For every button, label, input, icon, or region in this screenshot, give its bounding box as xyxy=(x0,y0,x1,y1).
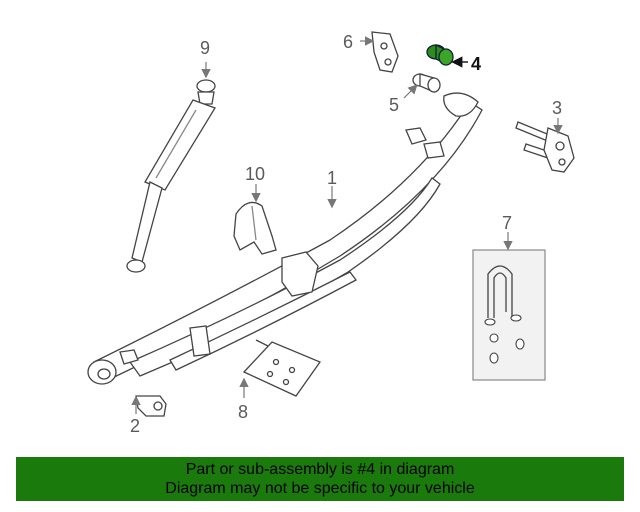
callout-5: 5 xyxy=(389,95,399,115)
callout-1: 1 xyxy=(327,168,337,188)
banner-line-part: Part or sub-assembly is #4 in diagram xyxy=(185,461,455,478)
callout-3: 3 xyxy=(552,98,562,118)
bump-stop-part[interactable] xyxy=(233,201,277,255)
callout-6: 6 xyxy=(343,32,353,52)
shock-absorber-part[interactable] xyxy=(126,79,216,273)
callout-4-highlighted: 4 xyxy=(471,54,481,74)
banner-line-disclaimer: Diagram may not be specific to your vehi… xyxy=(165,480,475,497)
callout-8: 8 xyxy=(238,402,248,422)
callout-9: 9 xyxy=(200,38,210,58)
callout-2: 2 xyxy=(130,416,140,436)
u-bolt-kit-panel[interactable] xyxy=(472,249,546,381)
part-info-banner: Part or sub-assembly is #4 in diagram Di… xyxy=(16,457,624,501)
callout-10: 10 xyxy=(245,164,265,184)
spring-plate-part[interactable] xyxy=(242,339,321,397)
bushing-part[interactable] xyxy=(412,73,441,93)
bracket-part[interactable] xyxy=(371,31,399,73)
leaf-spring-part[interactable] xyxy=(87,92,483,385)
shackle-part[interactable] xyxy=(515,121,575,173)
parts-diagram: 9 6 4 5 3 10 1 7 8 2 xyxy=(87,31,575,436)
bushing-part-highlighted[interactable] xyxy=(426,43,454,66)
spring-hanger-part[interactable] xyxy=(135,395,167,417)
callout-7: 7 xyxy=(502,213,512,233)
